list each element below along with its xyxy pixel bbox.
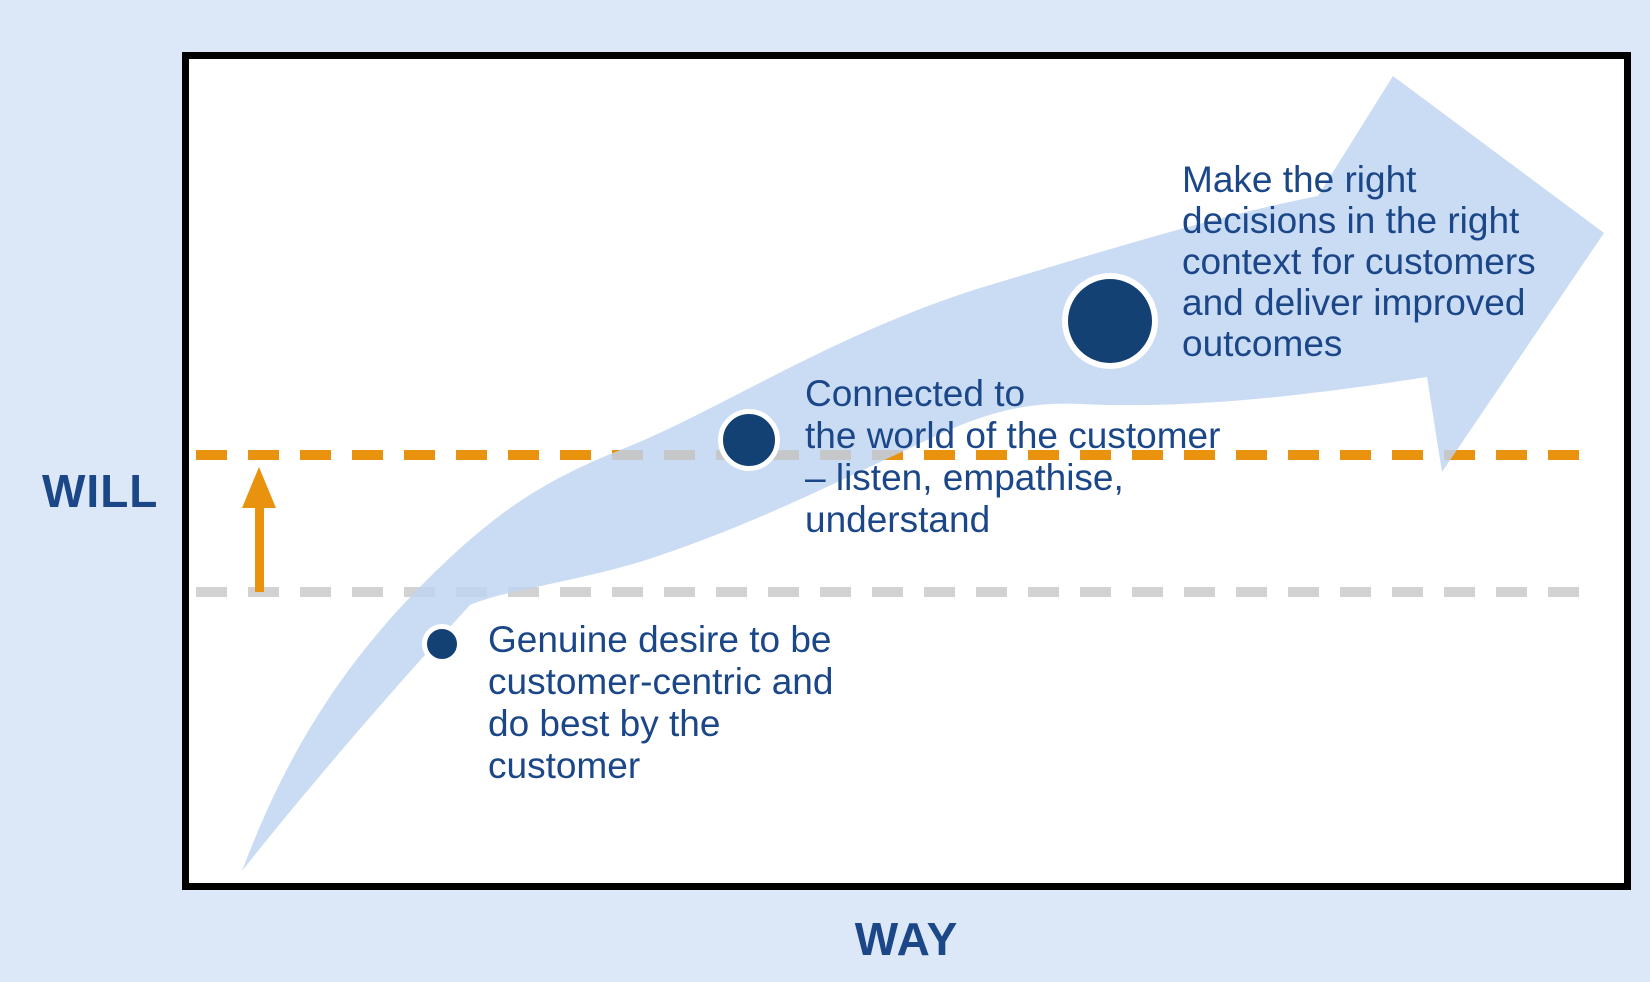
milestone-2-dot	[718, 409, 780, 471]
milestone-3-label-line: outcomes	[1182, 323, 1343, 364]
milestone-2-label-line: understand	[805, 499, 991, 540]
milestone-3-label: Make the right decisions in the right co…	[1182, 159, 1536, 364]
milestone-3-label-line: decisions in the right	[1182, 200, 1520, 241]
plot-area	[182, 52, 1631, 890]
way-axis-label: WAY	[854, 913, 959, 965]
milestone-1-label-line: Genuine desire to be	[488, 619, 832, 660]
milestone-2-label-line: – listen, empathise,	[805, 457, 1124, 498]
milestone-3-label-line: context for customers	[1182, 241, 1536, 282]
milestone-3-label-line: and deliver improved	[1182, 282, 1526, 323]
milestone-3-label-line: Make the right	[1182, 159, 1417, 200]
milestone-2-label-line: the world of the customer	[805, 415, 1221, 456]
milestone-2-label-line: Connected to	[805, 373, 1026, 414]
uplift-arrow-stem	[255, 503, 264, 592]
milestone-1-label-line: do best by the	[488, 703, 721, 744]
uplift-arrow-head-icon	[242, 467, 276, 508]
milestone-2-label: Connected to the world of the customer –…	[805, 373, 1220, 541]
will-axis-label: WILL	[42, 465, 159, 517]
milestone-1-dot	[422, 624, 462, 664]
swoosh-arrow	[242, 76, 1604, 871]
milestone-1-label-line: customer	[488, 745, 641, 786]
milestone-1-label-line: customer-centric and	[488, 661, 834, 702]
swoosh-diagram-graphic	[196, 76, 1604, 871]
milestone-3-dot	[1062, 273, 1158, 369]
milestone-1-label: Genuine desire to be customer-centric an…	[488, 619, 833, 787]
